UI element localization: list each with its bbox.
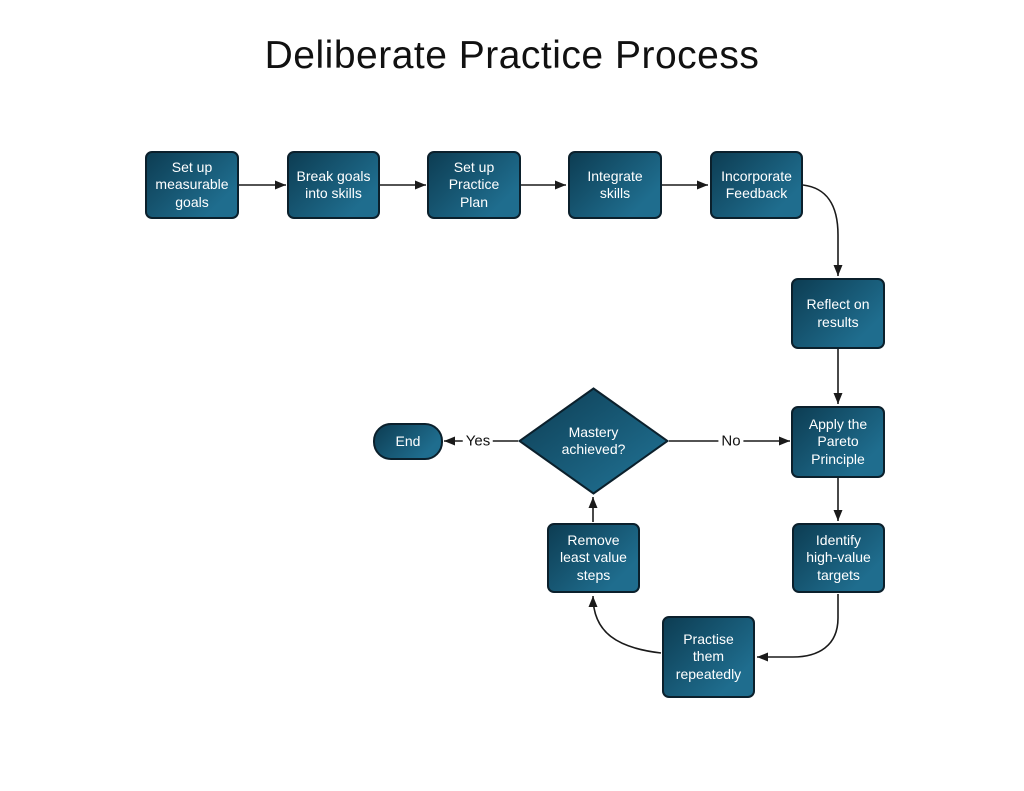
edge-identify-to-practise — [757, 594, 839, 662]
node-label: Mastery achieved? — [561, 423, 626, 457]
node-remove-least-value-steps: Remove least value steps — [547, 523, 640, 593]
node-identify-high-value-targets: Identify high-value targets — [792, 523, 885, 593]
node-set-up-practice-plan: Set up Practice Plan — [427, 151, 521, 219]
node-end-terminator: End — [373, 423, 443, 460]
node-set-up-measurable-goals: Set up measurable goals — [145, 151, 239, 219]
node-practise-them-repeatedly: Practise them repeatedly — [662, 616, 755, 698]
node-mastery-achieved-decision: Mastery achieved? — [518, 387, 669, 495]
node-reflect-on-results: Reflect on results — [791, 278, 885, 349]
diagram-title: Deliberate Practice Process — [264, 34, 760, 77]
node-break-goals-into-skills: Break goals into skills — [287, 151, 380, 219]
node-integrate-skills: Integrate skills — [568, 151, 662, 219]
edge-label-no: No — [718, 432, 744, 450]
node-incorporate-feedback: Incorporate Feedback — [710, 151, 803, 219]
edge-feedback-to-reflect — [802, 184, 843, 276]
edge-label-yes: Yes — [462, 432, 494, 450]
node-apply-the-pareto-principle: Apply the Pareto Principle — [791, 406, 885, 478]
diamond-shape — [518, 387, 669, 495]
edge-practise-to-remove — [588, 595, 662, 654]
